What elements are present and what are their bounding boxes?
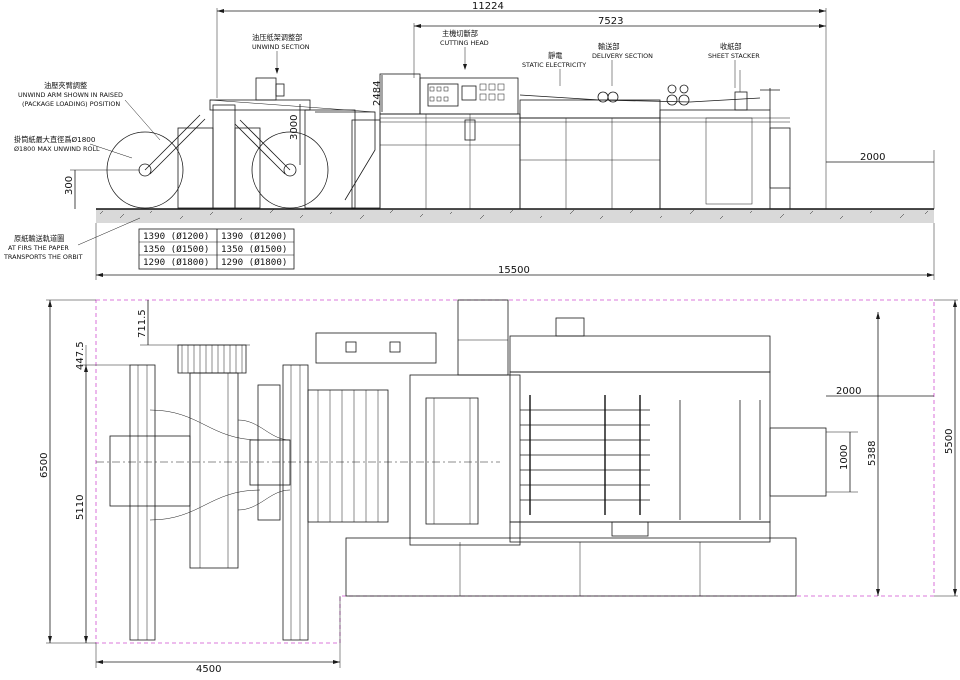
control-cabinet-plan (315, 332, 437, 364)
table-cell: 1290 (Ø1800) (221, 257, 287, 268)
dim-300: 300 (64, 176, 75, 195)
dim-5500: 5500 (944, 429, 955, 454)
unwind-roll-left (106, 131, 184, 209)
floor-hatch (96, 209, 934, 223)
unwind-motor (255, 77, 277, 101)
table-cell: 1390 (Ø1200) (143, 231, 209, 242)
unwind-rail-right (282, 364, 309, 641)
label-unwind-cn: 油压纸架调整部 (252, 33, 302, 42)
operator-panel (611, 521, 649, 537)
label-unwind-en: UNWIND SECTION (252, 43, 310, 51)
unwind-rail-left (129, 364, 156, 641)
label-static-en: STATIC ELECTRICITY (522, 61, 586, 69)
infeed-rollers (307, 389, 389, 523)
dim-3000: 3000 (289, 115, 300, 140)
dim-7523: 7523 (598, 16, 623, 27)
dim-2000-top: 2000 (860, 152, 885, 163)
label-arm-en-2: (PACKAGE LOADING) POSITION (22, 100, 120, 108)
dim-6500: 6500 (39, 453, 50, 478)
stacker-extension (769, 427, 827, 497)
dim-5388: 5388 (867, 441, 878, 466)
label-stacker-cn: 收紙部 (720, 42, 742, 51)
table-cell: 1390 (Ø1200) (221, 231, 287, 242)
unwind-roll-right (251, 131, 329, 209)
label-orbit-en-1: AT FIRS THE PAPER (8, 244, 69, 252)
paper-roll-plan (109, 435, 191, 507)
dim-711-5: 711.5 (137, 309, 148, 338)
label-arm-en-1: UNWIND ARM SHOWN IN RAISED (18, 91, 123, 99)
dim-1000: 1000 (839, 445, 850, 470)
delivery-top-frame (509, 335, 771, 373)
dim-447-5: 447.5 (75, 341, 86, 370)
label-delivery-en: DELIVERY SECTION (592, 52, 653, 60)
cutting-head-body (379, 113, 521, 210)
footprint-outline (95, 299, 935, 644)
label-cutting-cn: 主機切斷部 (442, 29, 478, 38)
dim-2484: 2484 (372, 81, 383, 106)
dim-15500: 15500 (498, 265, 530, 276)
table-cell: 1350 (Ø1500) (143, 244, 209, 255)
label-delivery-cn: 輸送部 (598, 42, 620, 51)
unwind-frame-plan (189, 372, 239, 569)
label-roll-cn: 掛筒紙最大直徑爲Ø1800 (14, 135, 96, 144)
dim-4500: 4500 (196, 664, 221, 675)
side-elevation-view: 11224 7523 2484 3000 300 2000 15500 油压纸架… (3, 1, 935, 280)
label-stacker-en: SHEET STACKER (708, 52, 760, 60)
table-cell: 1350 (Ø1500) (221, 244, 287, 255)
sheet-stacker (659, 109, 771, 210)
dim-11224: 11224 (472, 1, 504, 12)
cutting-head-plan (409, 374, 521, 546)
label-roll-en: Ø1800 MAX UNWIND ROLL (14, 145, 100, 153)
label-arm-cn: 油壓夾臂調整 (44, 81, 87, 90)
base-frame-plan (345, 537, 797, 597)
label-static-cn: 靜電 (548, 51, 562, 60)
label-orbit-cn: 原紙輸送軌道圖 (14, 234, 64, 243)
label-cutting-en: CUTTING HEAD (440, 39, 489, 47)
table-cell: 1290 (Ø1800) (143, 257, 209, 268)
plan-view: 6500 5110 711.5 447.5 4500 2000 1000 538… (39, 299, 958, 675)
dim-5110: 5110 (75, 495, 86, 520)
control-screen (461, 85, 477, 101)
delivery-section (519, 99, 661, 119)
dim-2000-plan: 2000 (836, 386, 861, 397)
cutting-head-upper (379, 73, 421, 115)
label-orbit-en-2: TRANSPORTS THE ORBIT (3, 253, 83, 261)
roll-diameter-table: 1390 (Ø1200) 1390 (Ø1200) 1350 (Ø1500) 1… (138, 228, 295, 270)
